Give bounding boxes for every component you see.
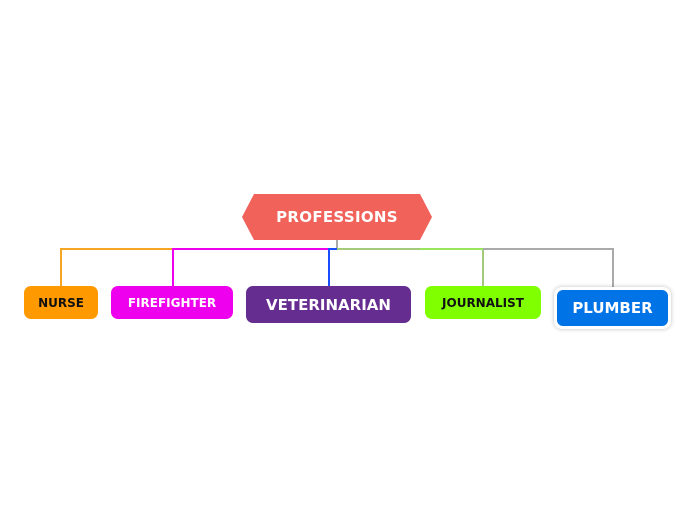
connector-plumber [483,248,614,287]
subtopic-label: FIREFIGHTER [127,295,217,310]
subtopic-plumber-selected[interactable]: PLUMBER [554,287,671,329]
subtopic-label: NURSE [38,295,84,310]
subtopic-journalist[interactable]: JOURNALIST [425,286,541,319]
connector-nurse [60,248,173,286]
connector-firefighter [172,248,329,286]
subtopic-veterinarian[interactable]: VETERINARIAN [246,286,411,323]
subtopic-plumber[interactable]: PLUMBER [557,290,668,326]
central-topic-label: PROFESSIONS [276,208,398,226]
connector-journalist [337,248,484,286]
subtopic-label: JOURNALIST [442,295,524,310]
subtopic-label: PLUMBER [572,299,653,317]
subtopic-label: VETERINARIAN [266,295,391,314]
connector-veterinarian [328,248,337,286]
subtopic-nurse[interactable]: NURSE [24,286,98,319]
central-topic-professions[interactable]: PROFESSIONS [242,194,432,240]
subtopic-firefighter[interactable]: FIREFIGHTER [111,286,233,319]
